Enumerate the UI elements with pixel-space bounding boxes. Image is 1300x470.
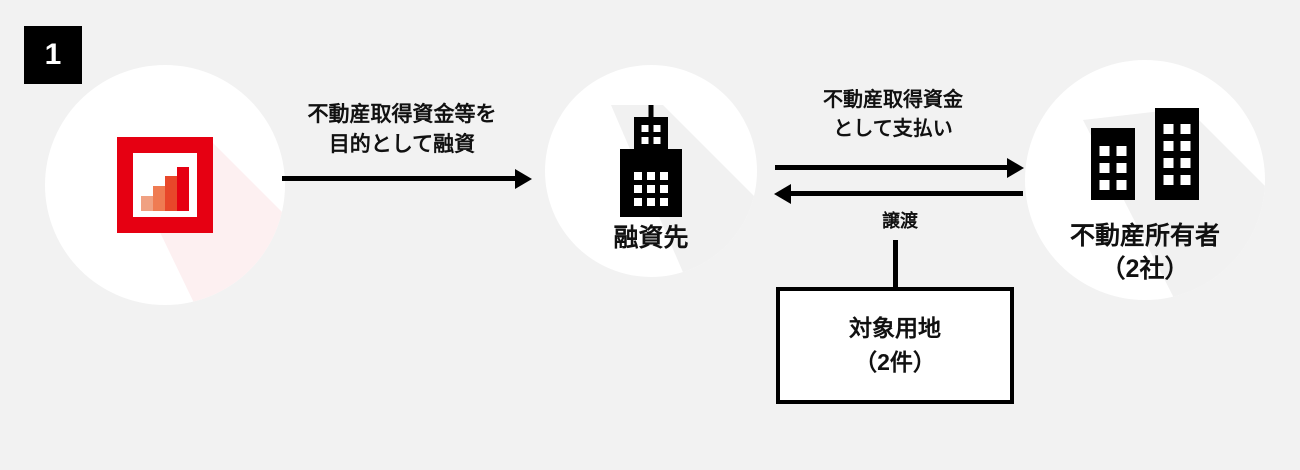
chart-bar-1 xyxy=(141,196,153,211)
edge-label-loan: 不動産取得資金等を 目的として融資 xyxy=(307,103,497,157)
tower-crown xyxy=(634,117,668,155)
tower-crown-windows xyxy=(641,125,661,144)
node-label-property-owner: 不動産所有者 （2社） xyxy=(1069,222,1220,283)
arrow-transfer-to-borrower xyxy=(788,191,1023,196)
step-number-text: 1 xyxy=(44,38,62,71)
tower-base-windows xyxy=(634,172,668,206)
office-building-short xyxy=(1091,128,1135,200)
skyscraper-icon xyxy=(545,105,757,217)
office-tall-windows xyxy=(1163,124,1191,185)
connector-line-transfer xyxy=(893,240,898,288)
target-land-box: 対象用地 （2件） xyxy=(776,287,1014,404)
chart-bar-4 xyxy=(177,167,189,211)
node-label-borrower: 融資先 xyxy=(613,224,689,252)
arrow-loan-to-borrower xyxy=(282,176,518,181)
step-number-badge: 1 xyxy=(24,26,82,84)
node-lender-circle xyxy=(45,65,285,305)
target-land-box-text: 対象用地 （2件） xyxy=(849,315,941,375)
edge-label-payment: 不動産取得資金 として支払い xyxy=(823,89,963,140)
arrow-payment-to-owner xyxy=(775,165,1010,170)
office-short-windows xyxy=(1099,146,1127,190)
edge-label-transfer: 譲渡 xyxy=(882,211,918,231)
office-building-tall xyxy=(1155,108,1199,200)
bar-chart-in-frame-icon xyxy=(45,137,285,233)
two-office-buildings-icon xyxy=(1025,108,1265,200)
tower-spire xyxy=(648,105,654,119)
chart-bar-2 xyxy=(153,185,165,211)
chart-bar-3 xyxy=(165,175,177,211)
